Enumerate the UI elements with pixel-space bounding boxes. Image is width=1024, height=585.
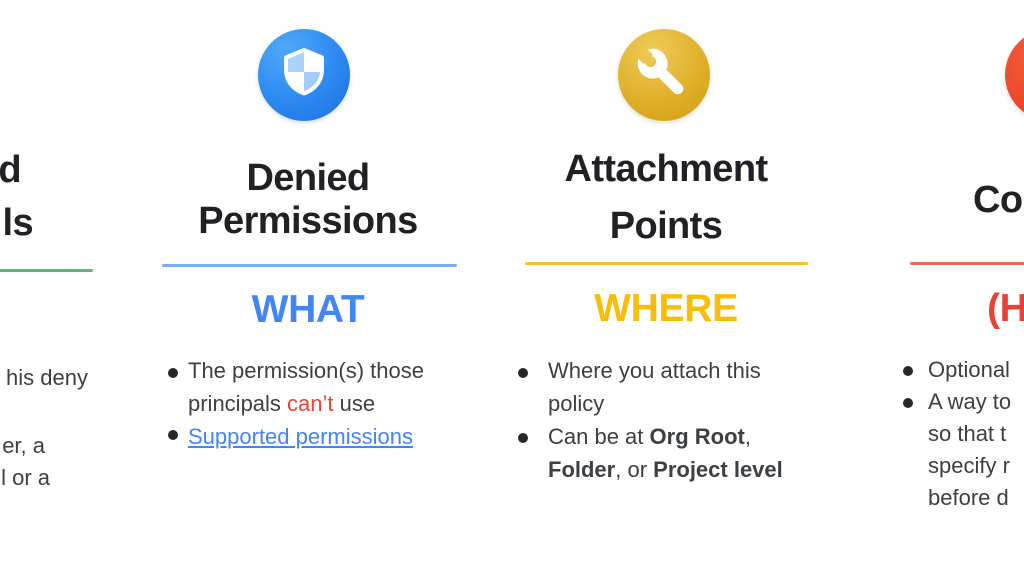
conditions-bullet-fragment-3: so that t xyxy=(928,421,1007,446)
conditions-bullets: Optional A way to so that t specify r be… xyxy=(928,354,1011,514)
attachment-bullet1-line2-text: policy xyxy=(548,391,605,416)
permissions-bullet2: Supported permissions xyxy=(188,420,424,453)
attachment-bullets: Where you attach this policy Can be at O… xyxy=(548,354,783,486)
attachment-bullet2-line1-pre: Can be at xyxy=(548,424,650,449)
conditions-bullet-fragment-5: before d xyxy=(928,485,1009,510)
permissions-title-line2: Permissions xyxy=(198,200,418,242)
permissions-bullet1-line2: principals can’t use xyxy=(188,387,424,420)
attachment-bullet1-line1-text: Where you attach this xyxy=(548,358,761,383)
permissions-title-line1: Denied xyxy=(246,157,370,199)
conditions-bullet-fragment-2: A way to xyxy=(928,389,1012,414)
bullet-dot xyxy=(168,368,178,378)
attachment-bullet2-line1-post: , xyxy=(744,424,751,449)
wrench-icon xyxy=(618,29,710,121)
shield-icon xyxy=(258,29,350,121)
attachment-bullet1-line1: Where you attach this xyxy=(548,354,783,387)
permissions-bullet1-line1-text: The permission(s) those xyxy=(188,358,424,383)
attachment-subtitle: WHERE xyxy=(594,287,738,330)
principals-title-line2: ls xyxy=(2,202,34,244)
bullet-dot xyxy=(903,366,913,376)
attachment-underline xyxy=(525,262,808,265)
conditions-title: Con xyxy=(973,179,1024,221)
bullet-dot xyxy=(903,398,913,408)
permissions-underline xyxy=(162,264,457,267)
principals-bullet-fragment-2: er, a xyxy=(2,433,45,458)
conditions-underline xyxy=(910,262,1024,265)
permissions-cant-highlight: can’t xyxy=(287,391,334,416)
attachment-project-level-bold: Project level xyxy=(653,457,783,482)
attachment-org-root-bold: Org Root xyxy=(649,424,745,449)
permissions-bullets: The permission(s) those principals can’t… xyxy=(188,354,424,453)
bullet-dot xyxy=(518,433,528,443)
principals-bullet-fragment-1: his deny xyxy=(6,365,88,390)
conditions-circle-icon xyxy=(1005,29,1024,121)
attachment-folder-bold: Folder xyxy=(548,457,616,482)
permissions-bullet1-line2-pre: principals xyxy=(188,391,288,416)
permissions-bullet1-line1: The permission(s) those xyxy=(188,354,424,387)
attachment-bullet2-line2: Folder, or Project level xyxy=(548,453,783,486)
permissions-subtitle: WHAT xyxy=(251,288,365,331)
principals-title-line1: d xyxy=(0,149,22,191)
principals-bullet-fragment-3: l or a xyxy=(1,465,50,490)
wrench-icon-glyph xyxy=(637,48,684,95)
bullet-dot xyxy=(168,430,178,440)
attachment-bullet2-line1: Can be at Org Root, xyxy=(548,420,783,453)
conditions-bullet-fragment-1: Optional xyxy=(928,357,1010,382)
conditions-bullet-fragment-4: specify r xyxy=(928,453,1010,478)
principals-underline xyxy=(0,269,93,272)
bullet-dot xyxy=(518,368,528,378)
attachment-title-line1: Attachment xyxy=(564,148,768,190)
permissions-bullet1-line2-post: use xyxy=(333,391,376,416)
attachment-title-line2: Points xyxy=(609,205,723,247)
shield-icon-glyph xyxy=(284,48,324,96)
attachment-bullet1-line2: policy xyxy=(548,387,783,420)
attachment-bullet2-line2-mid: , or xyxy=(615,457,654,482)
supported-permissions-link[interactable]: Supported permissions xyxy=(188,424,414,449)
conditions-subtitle: (H xyxy=(987,287,1024,330)
